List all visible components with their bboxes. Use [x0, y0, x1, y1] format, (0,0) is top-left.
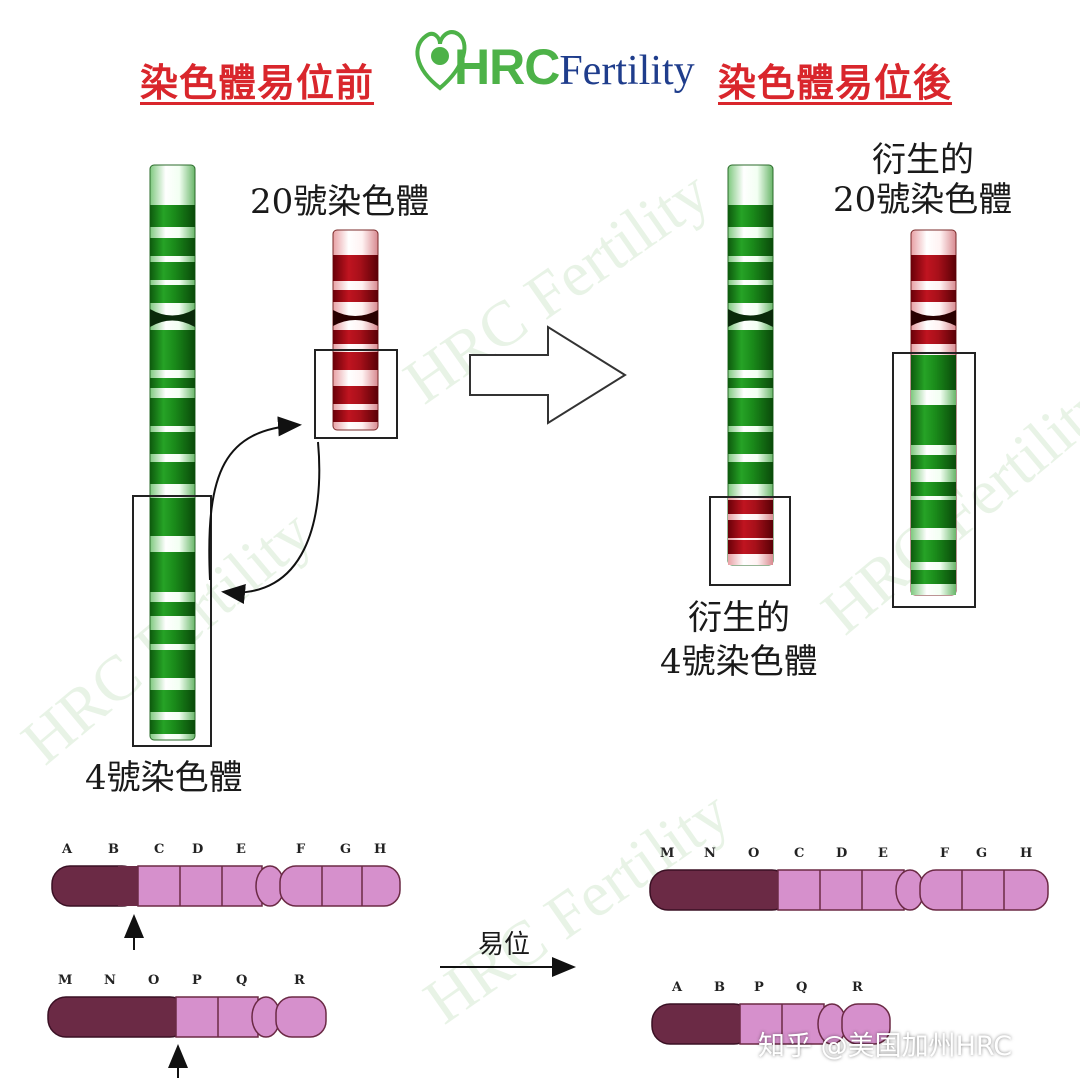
segment-letter: Q: [236, 973, 248, 988]
segment-letter: B: [108, 842, 119, 857]
segment-letter: P: [754, 980, 764, 995]
segment-letter: C: [794, 846, 805, 861]
segment-letter: N: [104, 973, 116, 988]
schematic-chr-mnopqr: [47, 996, 327, 1038]
schematic-chr-mnocdefgh: [649, 869, 1049, 911]
heading-after: 染色體易位後: [718, 60, 953, 105]
segment-letter: N: [704, 846, 716, 861]
segment-letter: O: [748, 846, 760, 861]
segment-letter: M: [660, 846, 675, 861]
segment-letter: M: [58, 973, 73, 988]
derived4-region-box: [709, 496, 791, 586]
segment-letter: E: [878, 846, 888, 861]
segment-letter: G: [976, 846, 988, 861]
chromosome-20: [332, 229, 379, 431]
segment-letter: O: [148, 973, 160, 988]
segment-letter: A: [672, 980, 683, 995]
exchange-arrow-down: [221, 441, 321, 604]
segment-letter: R: [294, 973, 305, 988]
segment-letter: Q: [796, 980, 808, 995]
heading-before: 染色體易位前: [140, 60, 375, 105]
transition-arrow-icon: [469, 325, 627, 425]
translocation-label: 易位: [478, 930, 531, 960]
segment-letter: H: [1020, 846, 1033, 861]
label-derived20-line2: 20號染色體: [833, 180, 1013, 220]
segment-letter: F: [940, 846, 950, 861]
segment-letter: H: [374, 842, 387, 857]
schematic-chr-abpqr: [651, 1003, 891, 1045]
label-derived20-line1: 衍生的: [872, 140, 974, 180]
chromosome-4: [149, 164, 196, 741]
label-chr20: 20號染色體: [250, 182, 430, 222]
chr4-translocated-region-box: [132, 495, 212, 747]
exchange-arrow-up: [208, 416, 302, 581]
logo-hrc-text: HRC: [454, 39, 560, 95]
label-derived4-line1: 衍生的: [688, 598, 790, 638]
derived-chromosome-20: [910, 229, 957, 596]
segment-letter: C: [154, 842, 165, 857]
segment-letter: E: [236, 842, 246, 857]
label-chr4: 4號染色體: [85, 758, 243, 798]
chr20-translocated-region-box: [314, 349, 398, 439]
segment-letter: B: [714, 980, 725, 995]
segment-letter: R: [852, 980, 863, 995]
label-derived4-line2: 4號染色體: [660, 642, 818, 682]
segment-letter: A: [62, 842, 73, 857]
segment-letter: F: [296, 842, 306, 857]
segment-letter: P: [192, 973, 202, 988]
segment-letter: D: [836, 846, 848, 861]
source-credit: 知乎 @美国加州HRC: [758, 1031, 1013, 1062]
segment-letter: D: [192, 842, 204, 857]
heart-leaf-icon: [415, 30, 467, 91]
schematic-chr-abcdefgh: [51, 865, 401, 907]
derived-chromosome-4: [727, 164, 774, 566]
derived20-region-box: [892, 352, 976, 608]
logo-fertility-text: Fertility: [559, 48, 695, 94]
segment-letter: G: [340, 842, 352, 857]
